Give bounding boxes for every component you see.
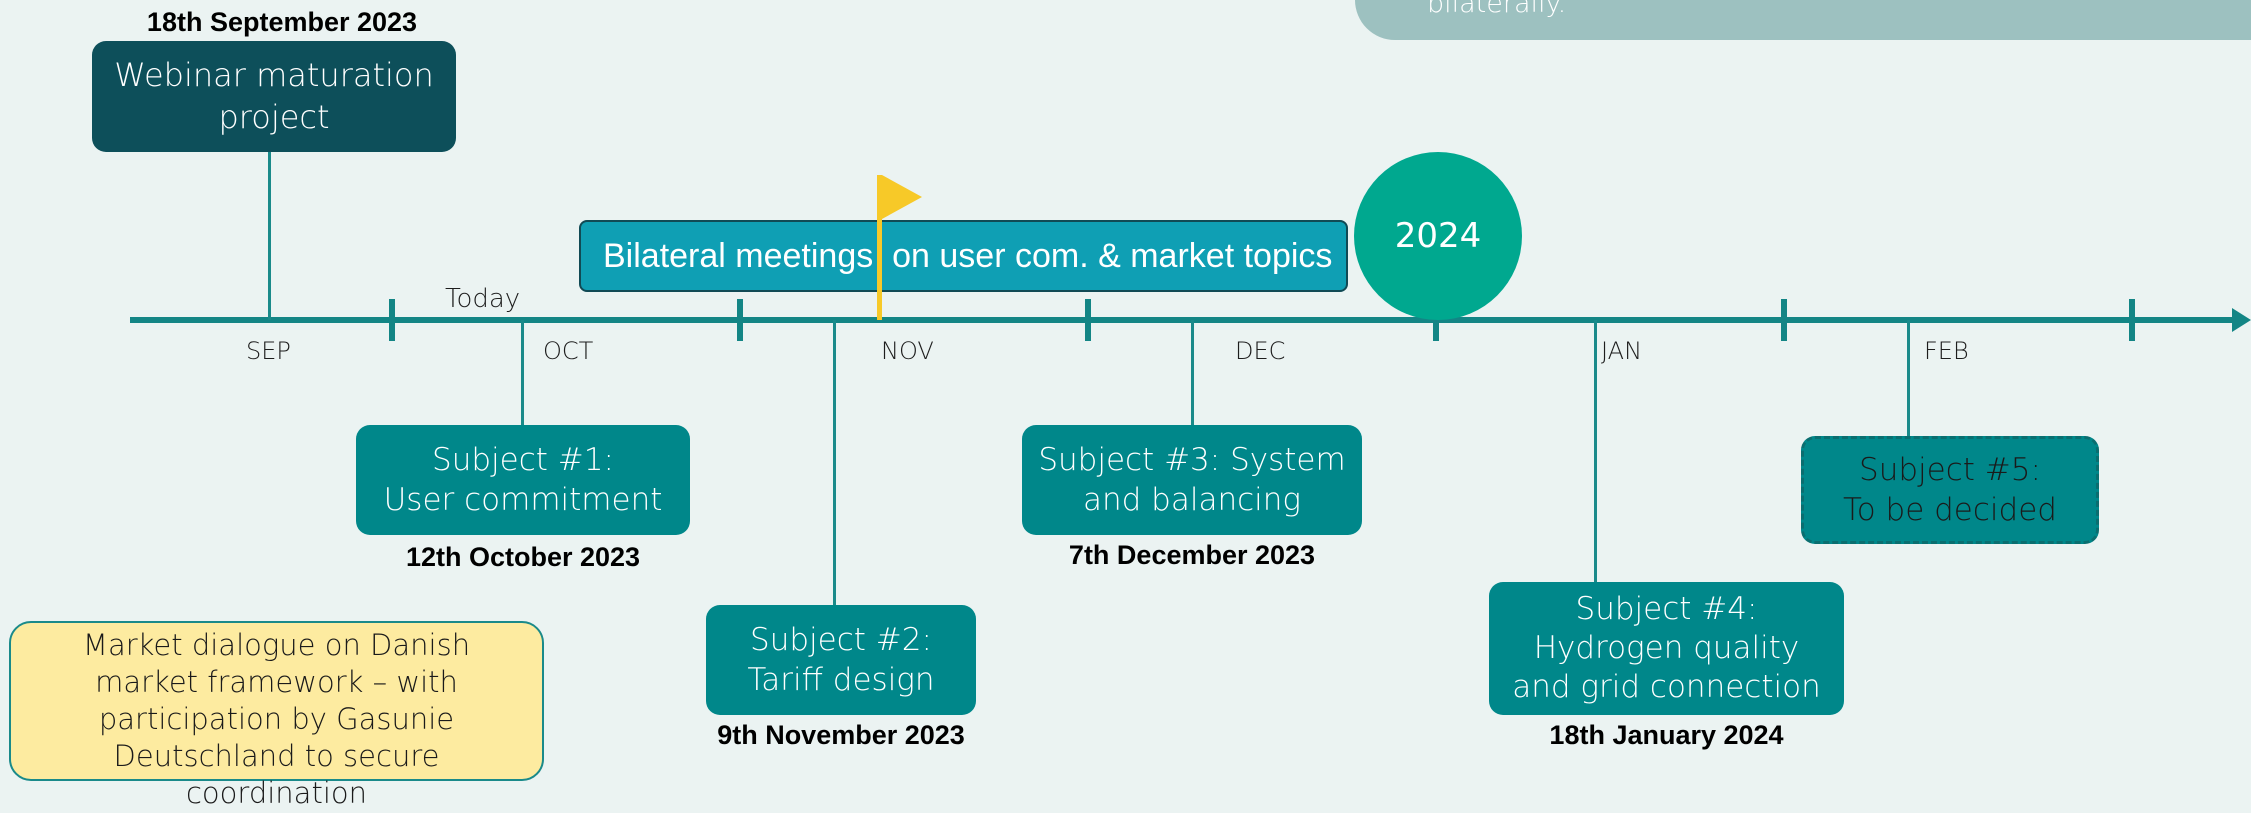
timeline-tick xyxy=(389,299,395,341)
today-label: Today xyxy=(445,284,521,314)
subject-5-title: Subject #5: xyxy=(1859,451,2041,488)
month-label-jan: JAN xyxy=(1601,337,1643,365)
subject-2-connector xyxy=(833,320,836,607)
month-label-nov: NOV xyxy=(881,337,934,365)
timeline-arrowhead xyxy=(2232,308,2251,332)
subject-4-title: Subject #4: xyxy=(1575,591,1758,628)
year-2024-label: 2024 xyxy=(1394,216,1482,256)
webinar-box: Webinar maturation project xyxy=(92,41,456,152)
subject-2-box: Subject #2: Tariff design xyxy=(706,605,976,715)
subject-4-connector xyxy=(1594,320,1597,584)
subject-2-date: 9th November 2023 xyxy=(717,720,965,750)
subject-5-connector xyxy=(1907,320,1910,438)
top-banner: bilaterally. xyxy=(1355,0,2251,40)
timeline-tick xyxy=(737,299,743,341)
month-label-dec: DEC xyxy=(1235,337,1286,365)
subject-2-title: Subject #2: xyxy=(750,621,932,658)
subject-3-title: Subject #3: System xyxy=(1038,441,1346,478)
subject-3-box: Subject #3: System and balancing xyxy=(1022,425,1362,535)
subject-1-date: 12th October 2023 xyxy=(405,542,641,572)
subject-4-date: 18th January 2024 xyxy=(1549,720,1784,750)
subject-3-topic: and balancing xyxy=(1082,482,1301,518)
timeline-tick xyxy=(2129,299,2135,341)
year-2024-marker: 2024 xyxy=(1354,152,1522,320)
market-dialogue-box: Market dialogue on Danish market framewo… xyxy=(9,621,544,810)
subject-3-connector xyxy=(1191,320,1194,427)
timeline-tick xyxy=(1085,299,1091,341)
timeline-axis xyxy=(130,317,2240,323)
subject-1-title: Subject #1: xyxy=(432,441,614,478)
month-label-feb: FEB xyxy=(1924,337,1969,365)
subject-4-topic-line2: and grid connection xyxy=(1512,668,1821,705)
subject-3-date: 7th December 2023 xyxy=(1068,540,1316,570)
month-label-oct: OCT xyxy=(543,337,594,365)
timeline-tick xyxy=(1781,299,1787,341)
webinar-label: Webinar maturation project xyxy=(114,55,434,136)
subject-1-topic: User commitment xyxy=(383,482,663,518)
month-label-sep: SEP xyxy=(246,337,291,365)
subject-5-topic: To be decided xyxy=(1843,492,2057,528)
market-dialogue-text: Market dialogue on Danish market framewo… xyxy=(82,628,471,811)
today-flag-icon xyxy=(877,175,922,320)
subject-1-box: Subject #1: User commitment xyxy=(356,425,690,535)
timeline-tick xyxy=(1433,299,1439,341)
webinar-connector xyxy=(268,150,271,320)
bilateral-meetings-label: Bilateral meetings on user com. & market… xyxy=(603,236,1333,275)
webinar-date: 18th September 2023 xyxy=(146,7,418,37)
top-banner-text: bilaterally. xyxy=(1427,0,1567,19)
subject-4-box: Subject #4: Hydrogen quality and grid co… xyxy=(1489,582,1844,715)
bilateral-meetings-bar: Bilateral meetings on user com. & market… xyxy=(579,220,1348,292)
subject-2-topic: Tariff design xyxy=(747,662,935,698)
subject-1-connector xyxy=(521,320,524,427)
subject-5-box: Subject #5: To be decided xyxy=(1801,436,2099,544)
subject-4-topic-line1: Hydrogen quality xyxy=(1533,630,1800,667)
